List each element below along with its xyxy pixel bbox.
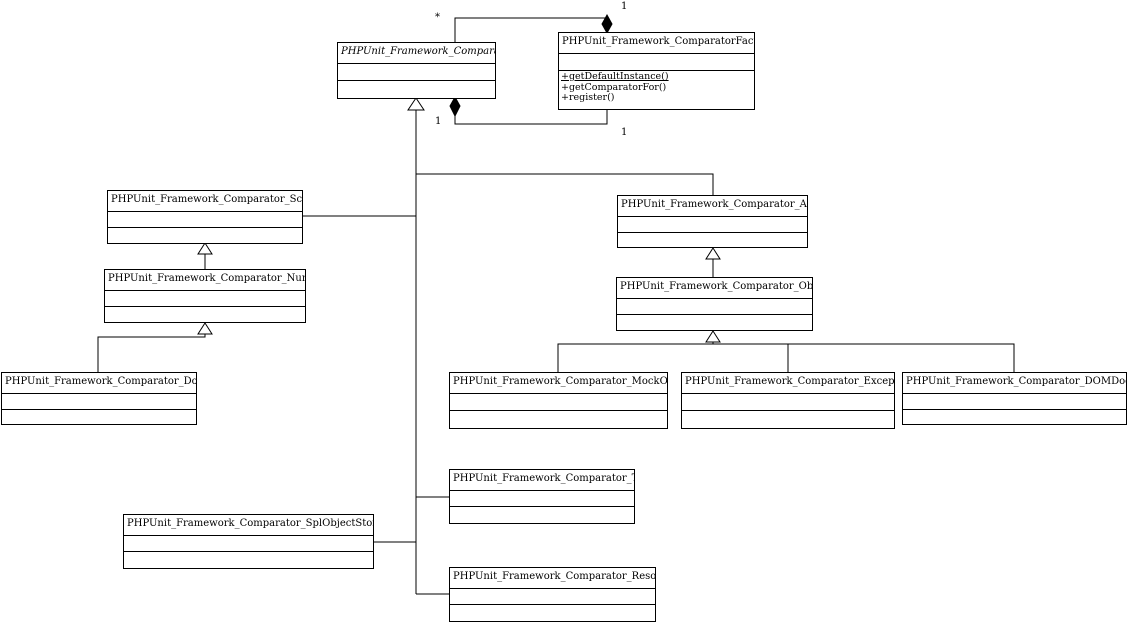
- operation: +register(): [561, 92, 615, 103]
- class-name: PHPUnit_Framework_Comparator_SplObjectSt…: [124, 515, 373, 536]
- operations-compartment: [105, 307, 305, 323]
- class-name: PHPUnit_Framework_Comparator_Resource: [450, 568, 655, 589]
- class-comparator-exception[interactable]: PHPUnit_Framework_Comparator_Exception: [681, 372, 895, 429]
- class-comparator-mockobject[interactable]: PHPUnit_Framework_Comparator_MockObject: [449, 372, 668, 429]
- class-name: PHPUnit_Framework_Comparator_Exception: [682, 373, 894, 394]
- attributes-compartment: [124, 536, 373, 552]
- class-comparator[interactable]: PHPUnit_Framework_Comparator: [337, 42, 496, 99]
- operations-compartment: [903, 410, 1126, 425]
- class-comparator-double[interactable]: PHPUnit_Framework_Comparator_Double: [1, 372, 197, 425]
- multiplicity-bottom-factory-end: 1: [621, 127, 628, 138]
- generalization-arrow-object: [705, 330, 721, 343]
- operations-compartment: [450, 411, 667, 429]
- class-comparator-array[interactable]: PHPUnit_Framework_Comparator_Array: [617, 195, 808, 248]
- class-comparator-object[interactable]: PHPUnit_Framework_Comparator_Object: [616, 277, 813, 331]
- attributes-compartment: [105, 291, 305, 307]
- operations-compartment: [124, 552, 373, 569]
- class-name: PHPUnit_Framework_Comparator_Array: [618, 196, 807, 217]
- attributes-compartment: [2, 394, 196, 410]
- generalization-double-numeric: [97, 334, 206, 372]
- class-comparator-type[interactable]: PHPUnit_Framework_Comparator_Type: [449, 469, 635, 524]
- attributes-compartment: [682, 394, 894, 411]
- multiplicity-top-comparator-end: *: [435, 12, 440, 23]
- class-comparator-factory[interactable]: PHPUnit_Framework_ComparatorFactory +get…: [558, 32, 755, 110]
- class-name: PHPUnit_Framework_Comparator_MockObject: [450, 373, 667, 394]
- attributes-compartment: [450, 589, 655, 605]
- class-name: PHPUnit_Framework_ComparatorFactory: [559, 33, 754, 54]
- operations-compartment: [338, 81, 495, 99]
- class-comparator-domdocument[interactable]: PHPUnit_Framework_Comparator_DOMDocument: [902, 372, 1127, 425]
- operations-compartment: [618, 233, 807, 248]
- class-name: PHPUnit_Framework_Comparator_Double: [2, 373, 196, 394]
- operation: +getDefaultInstance(): [561, 71, 669, 82]
- attributes-compartment: [108, 212, 302, 228]
- generalization-arrow-comparator: [407, 97, 425, 111]
- multiplicity-bottom-comparator-end: 1: [435, 116, 442, 127]
- operations-compartment: [108, 228, 302, 244]
- attributes-compartment: [618, 217, 807, 233]
- class-comparator-resource[interactable]: PHPUnit_Framework_Comparator_Resource: [449, 567, 656, 622]
- attributes-compartment: [903, 394, 1126, 410]
- class-name: PHPUnit_Framework_Comparator_DOMDocument: [903, 373, 1126, 394]
- operations-compartment: [450, 605, 655, 622]
- attributes-compartment: [338, 64, 495, 81]
- class-comparator-numeric[interactable]: PHPUnit_Framework_Comparator_Numeric: [104, 269, 306, 323]
- class-name: PHPUnit_Framework_Comparator_Numeric: [105, 270, 305, 291]
- generalization-to-array: [416, 173, 714, 195]
- composition-diamond-bottom: [449, 95, 461, 118]
- generalization-object-children: [557, 343, 1015, 372]
- operation: +getComparatorFor(): [561, 81, 667, 93]
- class-name: PHPUnit_Framework_Comparator: [338, 43, 495, 64]
- attributes-compartment: [450, 394, 667, 411]
- attributes-compartment: [450, 491, 634, 507]
- operations-compartment: [450, 507, 634, 524]
- multiplicity-top-factory-end: 1: [621, 1, 628, 12]
- operations-compartment: [2, 410, 196, 425]
- attributes-compartment: [559, 54, 754, 71]
- generalization-arrow-array: [705, 247, 721, 260]
- attributes-compartment: [617, 299, 812, 315]
- class-comparator-scalar[interactable]: PHPUnit_Framework_Comparator_Scalar: [107, 190, 303, 244]
- generalization-arrow-scalar: [197, 242, 213, 255]
- class-name: PHPUnit_Framework_Comparator_Type: [450, 470, 634, 491]
- operations-compartment: [617, 315, 812, 331]
- generalization-arrow-numeric: [197, 322, 213, 335]
- class-name: PHPUnit_Framework_Comparator_Object: [617, 278, 812, 299]
- class-name: PHPUnit_Framework_Comparator_Scalar: [108, 191, 302, 212]
- operations-compartment: +getDefaultInstance() +getComparatorFor(…: [559, 71, 754, 104]
- association-bottom: [454, 110, 608, 125]
- operations-compartment: [682, 411, 894, 429]
- class-comparator-splobjectstorage[interactable]: PHPUnit_Framework_Comparator_SplObjectSt…: [123, 514, 374, 569]
